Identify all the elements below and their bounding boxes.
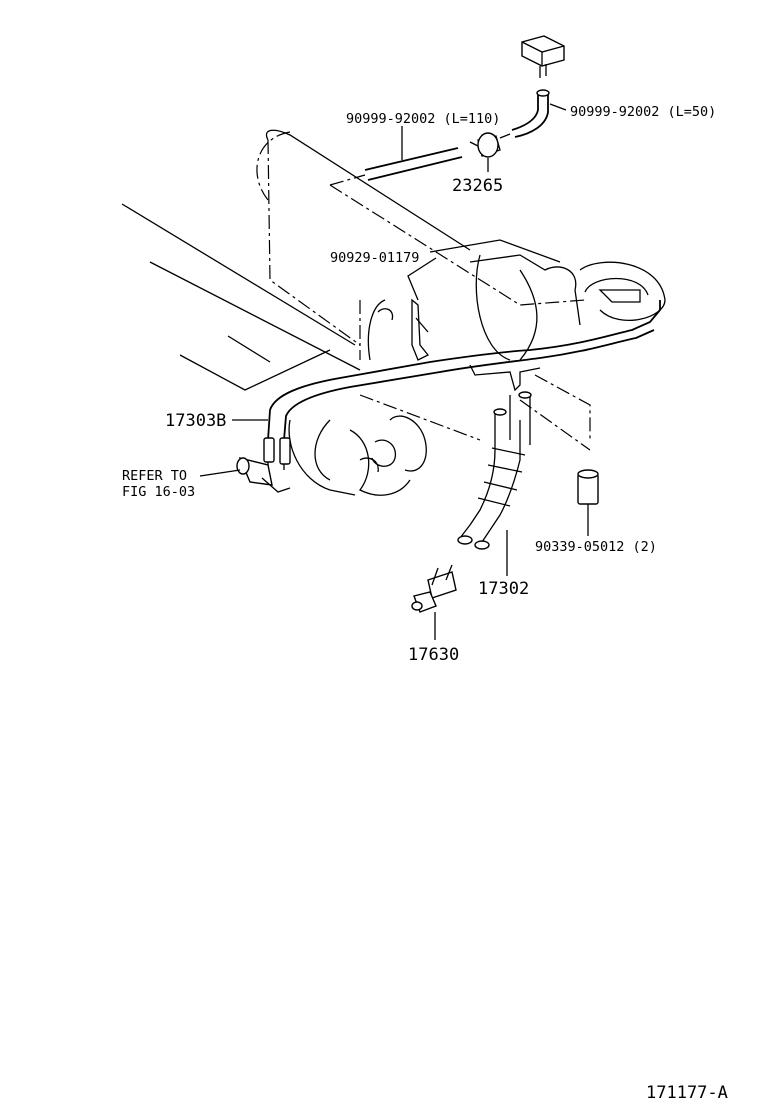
- label-hose-short: 90999-92002 (L=50): [570, 104, 716, 120]
- label-pipe: 17303B: [165, 411, 226, 431]
- label-cap: 90339-05012 (2): [535, 539, 657, 555]
- top-hoses-drawing: [329, 35, 565, 186]
- figure-code: 171177-A: [646, 1083, 728, 1103]
- pipe-17303b-drawing: [263, 300, 661, 470]
- label-hose-assembly: 17302: [478, 579, 529, 599]
- cap-drawing: [519, 374, 599, 505]
- sensor-17630-drawing: [411, 564, 457, 613]
- label-refer-line1: REFER TO: [122, 468, 187, 484]
- label-hose-long: 90999-92002 (L=110): [346, 111, 500, 127]
- clamp-drawing: [411, 298, 430, 361]
- label-clamp: 90929-01179: [330, 250, 419, 266]
- label-refer-line2: FIG 16-03: [122, 484, 195, 500]
- label-valve: 23265: [452, 176, 503, 196]
- label-sensor: 17630: [408, 645, 459, 665]
- callout-labels: 90999-92002 (L=110) 90999-92002 (L=50) 2…: [122, 104, 728, 1103]
- leader-lines: [199, 103, 589, 640]
- hose-17302-drawing: [457, 391, 532, 550]
- engine-body: [121, 129, 666, 496]
